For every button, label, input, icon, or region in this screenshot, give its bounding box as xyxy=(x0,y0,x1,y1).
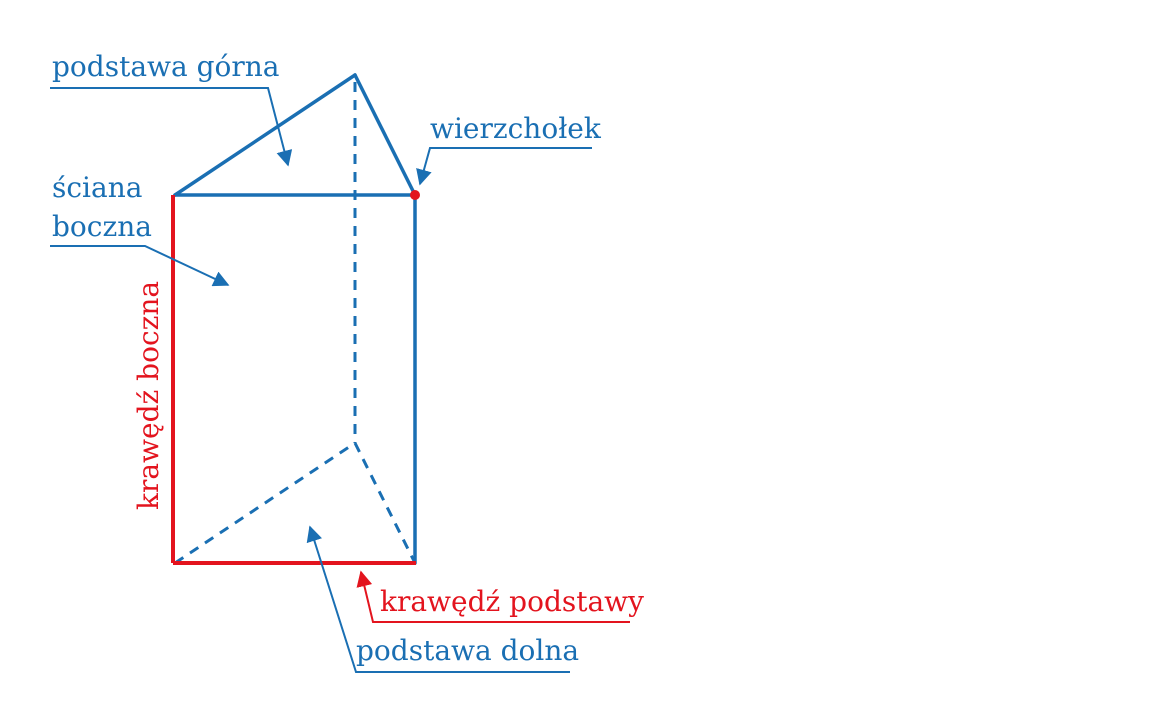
hidden-bottom-right-edge xyxy=(353,442,417,564)
bottom-base-label: podstawa dolna xyxy=(356,634,579,667)
lateral-edge-label: krawędź boczna xyxy=(132,281,165,510)
base-edge-leader-line xyxy=(356,570,630,623)
top-base-leader-line xyxy=(50,87,293,167)
face-label-line2: boczna xyxy=(52,210,152,243)
hidden-bottom-left-edge xyxy=(174,441,356,565)
vertex-dot xyxy=(410,190,420,200)
top-base-label: podstawa górna xyxy=(52,50,279,83)
visible-edges xyxy=(173,73,417,565)
highlighted-edges xyxy=(171,195,416,565)
top-base-callout: podstawa górna xyxy=(50,50,293,167)
base-edge-label: krawędź podstawy xyxy=(380,585,644,618)
top-right-edge xyxy=(353,73,417,197)
face-leader-line xyxy=(50,245,230,287)
top-left-edge xyxy=(173,73,357,197)
base-edge-callout: krawędź podstawy xyxy=(356,570,644,623)
vertex-leader-line xyxy=(416,147,592,186)
bottom-base-callout: podstawa dolna xyxy=(306,525,579,673)
face-callout: ściana boczna xyxy=(50,171,230,287)
hidden-edges xyxy=(174,82,417,565)
face-label-line1: ściana xyxy=(52,171,142,204)
vertex-callout: wierzchołek xyxy=(416,112,602,186)
vertex-label: wierzchołek xyxy=(430,112,602,145)
bottom-base-leader-line xyxy=(306,525,570,673)
